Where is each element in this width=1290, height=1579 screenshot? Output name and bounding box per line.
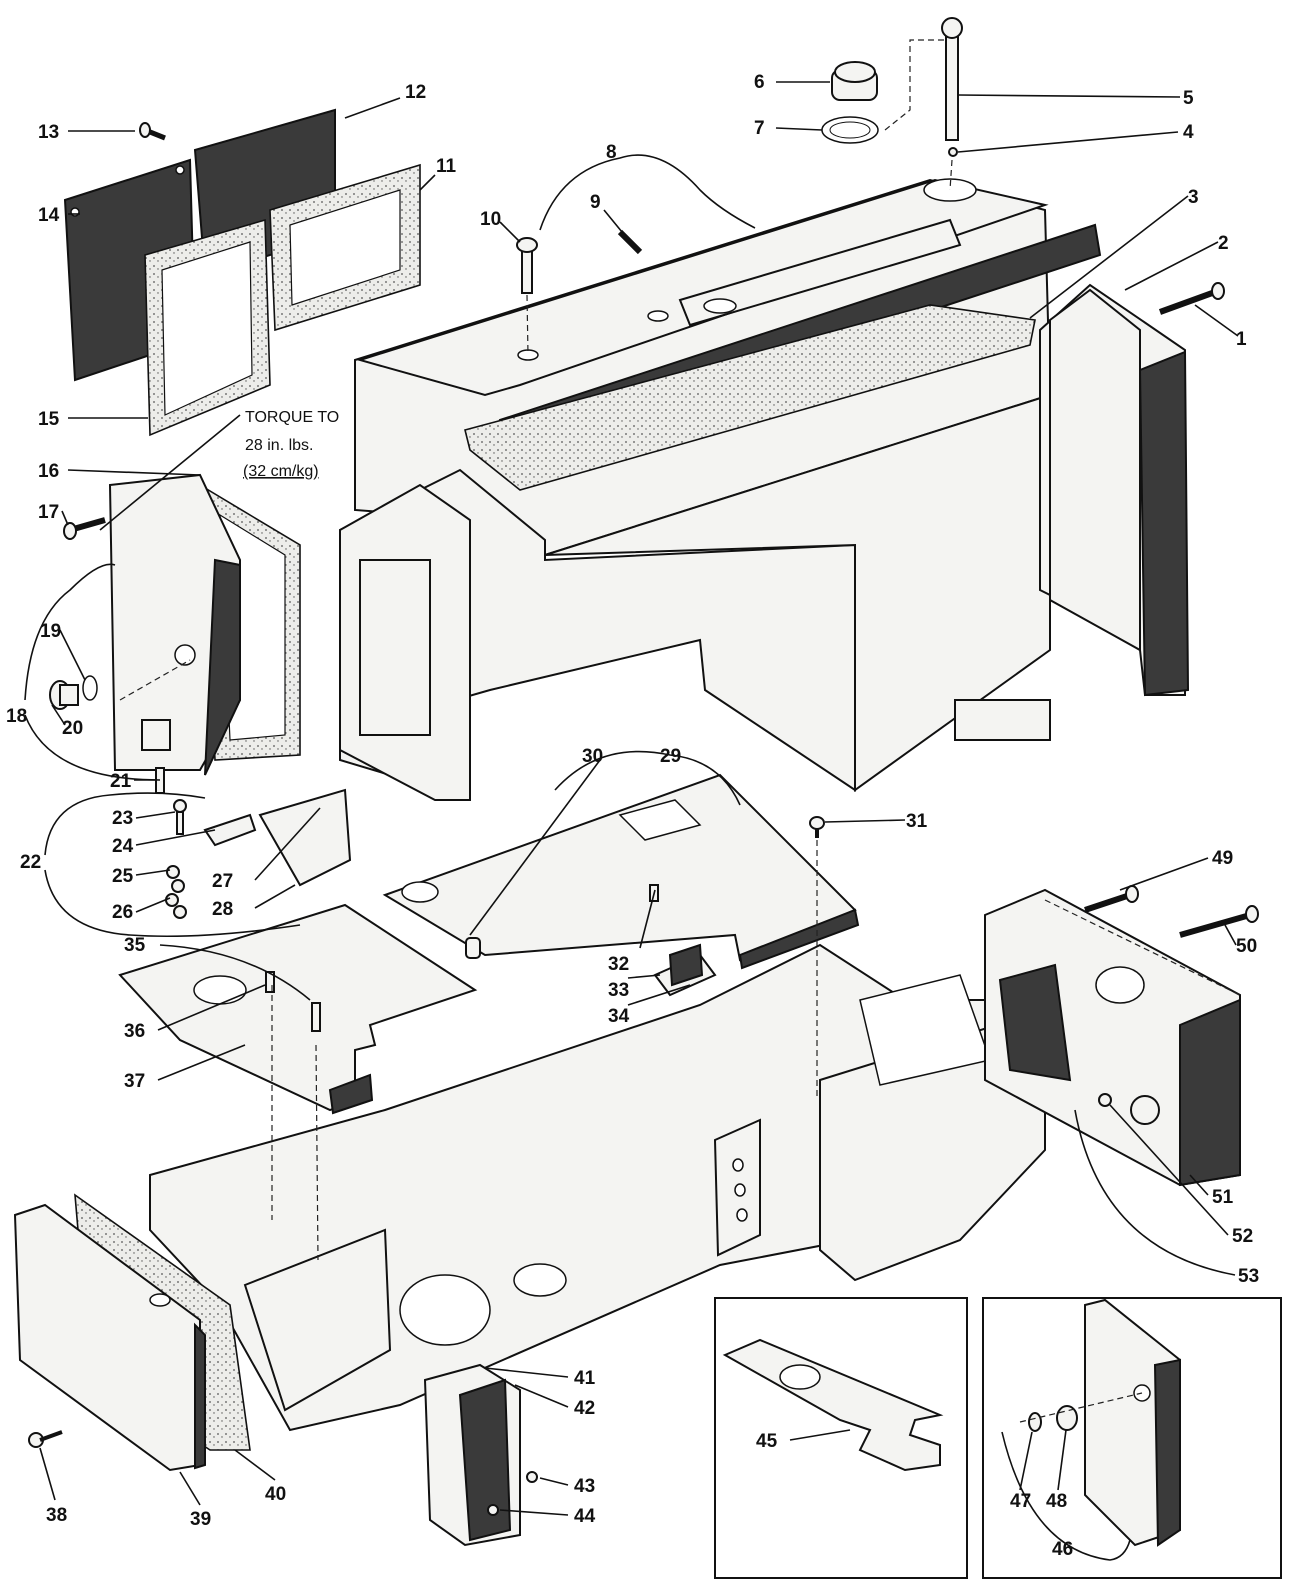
part-label-12: 12 [405,82,426,103]
part-label-21: 21 [110,771,132,792]
torque-note-line1: TORQUE TO [245,409,339,426]
set-screw-9 [617,229,643,255]
knob-20 [49,680,79,710]
screw-52 [1098,1093,1112,1107]
part-label-42: 42 [574,1398,595,1419]
part-label-29: 29 [660,746,681,767]
ring-47 [1028,1412,1042,1432]
screw-43 [526,1471,538,1483]
part-labels: 1 2 3 4 5 6 7 8 9 10 11 12 13 14 15 16 1… [6,72,1259,1560]
part-label-40: 40 [265,1484,286,1505]
part-label-11: 11 [436,156,457,177]
part-label-20: 20 [62,718,83,739]
screw-44 [487,1504,499,1516]
part-label-45: 45 [756,1431,778,1452]
front-cover-16 [108,473,301,776]
bracket-assembly-22 [165,788,352,919]
screw-35 [311,1002,321,1032]
part-label-51: 51 [1212,1187,1234,1208]
part-label-44: 44 [574,1506,596,1527]
bottom-plate-29 [382,773,860,970]
part-label-6: 6 [754,72,765,93]
part-label-37: 37 [124,1071,145,1092]
leader-lines [24,81,1239,1561]
part-label-41: 41 [574,1368,596,1389]
part-label-17: 17 [38,502,59,523]
alignment-lines [119,39,1241,1423]
part-label-36: 36 [124,1021,145,1042]
part-label-19: 19 [40,621,61,642]
part-label-46: 46 [1052,1539,1073,1560]
screw-36 [265,971,275,993]
side-cover-39 [13,1203,206,1472]
clip-33 [653,943,717,997]
part-label-27: 27 [212,871,233,892]
plate-37 [118,903,478,1115]
part-label-47: 47 [1010,1491,1031,1512]
screw-10 [516,237,538,294]
part-label-32: 32 [608,954,629,975]
part-label-26: 26 [112,902,133,923]
top-cover-gasket [464,304,1036,491]
screw-38 [28,1430,63,1448]
part-label-5: 5 [1183,88,1194,109]
torque-note: TORQUE TO 28 in. lbs. (32 cm/kg) [243,409,339,480]
part-label-30: 30 [582,746,603,767]
part-label-34: 34 [608,1006,630,1027]
part-label-15: 15 [38,409,60,430]
ring-19 [82,675,98,701]
part-label-22: 22 [20,852,41,873]
part-label-4: 4 [1183,122,1194,143]
screw-50 [1179,905,1259,938]
part-label-7: 7 [754,118,765,139]
lower-bed-casting [149,943,1046,1432]
part-label-38: 38 [46,1505,67,1526]
part-label-52: 52 [1232,1226,1253,1247]
part-label-14: 14 [38,205,60,226]
end-cover-bracket [1039,283,1190,697]
part-label-50: 50 [1236,936,1257,957]
part-label-2: 2 [1218,233,1229,254]
nameplate [954,699,1051,741]
part-label-28: 28 [212,899,233,920]
part-label-43: 43 [574,1476,595,1497]
screw-17 [63,517,106,540]
part-label-16: 16 [38,461,59,482]
inset-box-46 [982,1297,1282,1579]
part-label-35: 35 [124,935,146,956]
part-label-25: 25 [112,866,134,887]
part-label-48: 48 [1046,1491,1067,1512]
screw-13 [139,122,166,141]
part-label-3: 3 [1188,187,1199,208]
part-label-24: 24 [112,836,134,857]
part-label-18: 18 [6,706,27,727]
part-label-49: 49 [1212,848,1233,869]
part-label-33: 33 [608,980,629,1001]
torque-note-line3: (32 cm/kg) [243,463,319,480]
part-label-39: 39 [190,1509,211,1530]
part-label-10: 10 [480,209,501,230]
inset-box-45 [714,1297,968,1579]
part-label-13: 13 [38,122,59,143]
torque-note-line2: 28 in. lbs. [245,437,313,454]
part-label-23: 23 [112,808,133,829]
part-label-53: 53 [1238,1266,1259,1287]
part-label-9: 9 [590,192,601,213]
part-label-31: 31 [906,811,928,832]
part-label-1: 1 [1236,329,1247,350]
gauge-rod [941,17,963,157]
screw-1 [1158,282,1225,315]
bracket-41-42 [423,1363,538,1547]
screw-49 [1084,885,1139,913]
oil-cap [821,61,879,144]
part-label-8: 8 [606,142,617,163]
screw-31 [809,816,825,838]
